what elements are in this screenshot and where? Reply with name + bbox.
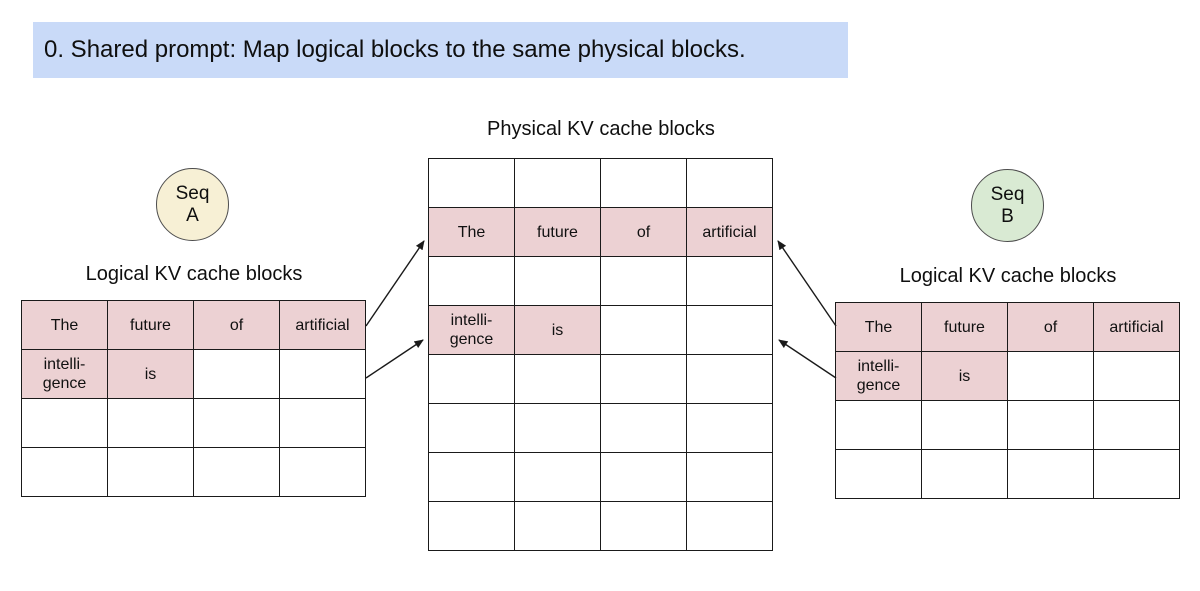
kv-cache-cell (107, 447, 194, 497)
kv-cache-cell (514, 354, 601, 404)
logical-blocks-label-seq-b: Logical KV cache blocks (899, 265, 1117, 287)
kv-cache-cell (1007, 400, 1094, 450)
kv-cache-cell (921, 400, 1008, 450)
kv-cache-cell (600, 452, 687, 502)
kv-cache-cell (279, 349, 366, 399)
kv-cache-cell (921, 449, 1008, 499)
kv-cache-cell (600, 354, 687, 404)
seq-a-badge: Seq A (156, 168, 229, 241)
kv-cache-cell (835, 400, 922, 450)
kv-cache-cell (1093, 400, 1180, 450)
kv-cache-cell (1007, 449, 1094, 499)
kv-cache-cell (279, 398, 366, 448)
kv-cache-cell (514, 158, 601, 208)
kv-cache-cell (600, 158, 687, 208)
kv-cache-cell: The (428, 207, 515, 257)
kv-cache-cell: future (921, 302, 1008, 352)
kv-cache-cell (428, 403, 515, 453)
title-text: 0. Shared prompt: Map logical blocks to … (44, 36, 746, 63)
kv-cache-cell (428, 256, 515, 306)
kv-cache-cell (193, 398, 280, 448)
kv-cache-cell (428, 452, 515, 502)
kv-cache-cell (428, 158, 515, 208)
kv-cache-cell (600, 305, 687, 355)
kv-cache-cell: The (835, 302, 922, 352)
title-banner: 0. Shared prompt: Map logical blocks to … (33, 22, 848, 78)
kv-cache-cell (21, 398, 108, 448)
kv-cache-cell: artificial (1093, 302, 1180, 352)
kv-cache-cell: of (1007, 302, 1094, 352)
kv-cache-cell (686, 501, 773, 551)
seq-b-badge: Seq B (971, 169, 1044, 242)
kv-cache-cell (107, 398, 194, 448)
kv-cache-cell: future (514, 207, 601, 257)
kv-cache-cell (428, 354, 515, 404)
seq-b-label-line2: B (1001, 205, 1014, 227)
kv-cache-cell (600, 256, 687, 306)
physical-blocks-label: Physical KV cache blocks (487, 118, 715, 140)
kv-cache-cell (514, 256, 601, 306)
seq-b-label-line1: Seq (990, 183, 1025, 205)
kv-cache-cell (514, 501, 601, 551)
kv-cache-cell: is (107, 349, 194, 399)
kv-cache-cell: is (514, 305, 601, 355)
kv-cache-cell (600, 403, 687, 453)
arrow-seq-b-block0-to-physical (777, 240, 837, 327)
kv-cache-cell (1093, 449, 1180, 499)
seq-a-label-line2: A (186, 204, 199, 226)
kv-cache-cell (686, 403, 773, 453)
kv-cache-cell: future (107, 300, 194, 350)
kv-cache-cell (193, 349, 280, 399)
kv-cache-cell (21, 447, 108, 497)
kv-cache-cell: artificial (686, 207, 773, 257)
kv-cache-cell (1093, 351, 1180, 401)
kv-cache-cell: intelli- gence (428, 305, 515, 355)
kv-cache-cell (428, 501, 515, 551)
seq-a-label-line1: Seq (175, 182, 210, 204)
kv-cache-cell (193, 447, 280, 497)
kv-cache-cell (1007, 351, 1094, 401)
kv-cache-cell: of (600, 207, 687, 257)
kv-cache-cell (686, 158, 773, 208)
kv-cache-cell (835, 449, 922, 499)
arrow-seq-a-block1-to-physical (365, 339, 424, 379)
kv-cache-cell: of (193, 300, 280, 350)
kv-cache-cell (600, 501, 687, 551)
kv-cache-cell (686, 354, 773, 404)
kv-cache-cell (686, 256, 773, 306)
kv-cache-cell (686, 305, 773, 355)
kv-cache-cell (514, 403, 601, 453)
kv-cache-cell: intelli- gence (835, 351, 922, 401)
arrow-seq-b-block1-to-physical (778, 339, 837, 379)
kv-cache-cell: is (921, 351, 1008, 401)
logical-blocks-label-seq-a: Logical KV cache blocks (85, 263, 303, 285)
kv-cache-cell: The (21, 300, 108, 350)
kv-cache-cell (514, 452, 601, 502)
arrow-seq-a-block0-to-physical (365, 240, 425, 327)
kv-cache-cell (686, 452, 773, 502)
kv-cache-cell (279, 447, 366, 497)
kv-cache-cell: artificial (279, 300, 366, 350)
kv-cache-cell: intelli- gence (21, 349, 108, 399)
